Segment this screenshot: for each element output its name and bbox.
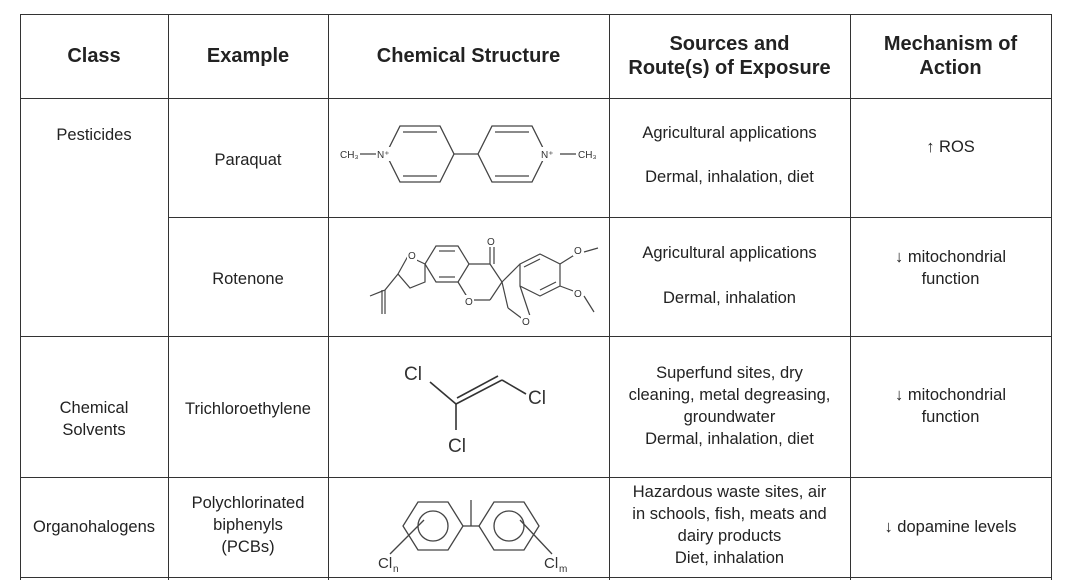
tce-mechanism-line1: ↓ mitochondrial (895, 386, 1006, 404)
header-mechanism-line2: Action (919, 57, 982, 79)
pcbs-structure: Cl n Cl m (378, 500, 567, 575)
tce-label-cl-bottom: Cl (448, 436, 466, 457)
header-example: Example (206, 45, 290, 67)
row-divider (20, 577, 1052, 578)
column-divider (328, 14, 329, 580)
row-divider (20, 336, 1052, 337)
class-cell-chemical-solvents: Chemical Solvents (20, 397, 168, 441)
example-cell-paraquat: Paraquat (214, 150, 282, 169)
pcbs-source-line2: in schools, fish, meats and (632, 505, 827, 523)
paraquat-route: Dermal, inhalation, diet (645, 168, 814, 186)
tce-source-line2: cleaning, metal degreasing, (628, 386, 831, 404)
paraquat-label-n-left: N⁺ (377, 150, 390, 161)
class-solvents-line1: Chemical (59, 399, 129, 417)
example-cell-trichloroethylene: Trichloroethylene (185, 399, 311, 418)
column-divider (609, 14, 610, 580)
class-cell-pesticides: Pesticides (56, 126, 132, 144)
pcbs-label-cl-right: Cl (544, 555, 558, 572)
column-divider (850, 14, 851, 580)
rotenone-label-o4: O (522, 317, 530, 328)
rotenone-source: Agricultural applications (642, 244, 817, 262)
paraquat-label-ch3-right: CH₃ (578, 150, 597, 161)
rotenone-label-o1: O (408, 251, 416, 262)
column-divider (168, 14, 169, 580)
header-sources-line2: Route(s) of Exposure (628, 57, 831, 79)
pcbs-source-line3: dairy products (677, 527, 782, 545)
mechanism-cell-rotenone: ↓ mitochondrial function (850, 246, 1051, 290)
example-cell-pcbs: Polychlorinated biphenyls (PCBs) (168, 492, 328, 558)
header-sources-routes: Sources and Route(s) of Exposure (609, 14, 850, 98)
rotenone-structure: O O O O O O (369, 235, 599, 328)
rotenone-label-o5: O (574, 246, 582, 257)
rotenone-label-o6: O (574, 289, 582, 300)
tce-route: Dermal, inhalation, diet (645, 430, 814, 448)
paraquat-label-ch3-left: CH₃ (340, 150, 359, 161)
sources-cell-rotenone: Agricultural applications Dermal, inhala… (609, 242, 850, 309)
tce-mechanism-line2: function (921, 408, 980, 426)
row-divider (168, 217, 1052, 218)
pcbs-example-line2: biphenyls (213, 516, 283, 534)
rotenone-mechanism-line1: ↓ mitochondrial (895, 248, 1006, 266)
rotenone-route: Dermal, inhalation (663, 289, 796, 307)
header-mechanism-line1: Mechanism of (883, 33, 1018, 55)
table-border-right (1051, 14, 1052, 580)
header-divider (20, 98, 1052, 99)
paraquat-label-n-right: N⁺ (541, 150, 554, 161)
table-border-top (20, 14, 1052, 15)
rotenone-mechanism-line2: function (921, 270, 980, 288)
tce-source-line3: groundwater (683, 408, 776, 426)
pcbs-label-subscript-m: m (559, 564, 567, 575)
tce-source-line1: Superfund sites, dry (656, 364, 803, 382)
rotenone-label-o3: O (465, 297, 473, 308)
class-solvents-line2: Solvents (62, 421, 126, 439)
header-class: Class (67, 45, 121, 67)
example-cell-rotenone: Rotenone (212, 269, 284, 288)
header-chemical-structure: Chemical Structure (376, 45, 561, 67)
mechanism-cell-trichloroethylene: ↓ mitochondrial function (850, 384, 1051, 428)
data-table: Class Example Chemical Structure Sources… (20, 14, 1052, 580)
class-cell-organohalogens: Organohalogens (32, 518, 155, 536)
pcbs-source-line1: Hazardous waste sites, air (632, 483, 827, 501)
sources-cell-trichloroethylene: Superfund sites, dry cleaning, metal deg… (609, 362, 850, 450)
header-sources-line1: Sources and (669, 33, 790, 55)
paraquat-structure: CH₃ N⁺ N⁺ CH₃ (340, 125, 597, 183)
sources-cell-pcbs: Hazardous waste sites, air in schools, f… (609, 481, 850, 569)
tce-label-cl-right: Cl (528, 388, 546, 409)
pcbs-example-line1: Polychlorinated (191, 494, 305, 512)
header-mechanism: Mechanism of Action (850, 14, 1051, 98)
mechanism-cell-paraquat: ↑ ROS (926, 138, 975, 156)
tce-label-cl-top: Cl (404, 364, 422, 385)
pcbs-label-cl-left: Cl (378, 555, 392, 572)
paraquat-source: Agricultural applications (642, 124, 817, 142)
pcbs-route: Diet, inhalation (674, 549, 785, 567)
table-border-left (20, 14, 21, 580)
sources-cell-paraquat: Agricultural applications Dermal, inhala… (609, 122, 850, 188)
trichloroethylene-structure: Cl Cl Cl (404, 364, 546, 457)
rotenone-label-o2: O (487, 237, 495, 248)
row-divider (20, 477, 1052, 478)
pcbs-example-line3: (PCBs) (221, 538, 275, 556)
mechanism-cell-pcbs: ↓ dopamine levels (884, 518, 1017, 536)
pcbs-label-subscript-n: n (393, 564, 399, 575)
